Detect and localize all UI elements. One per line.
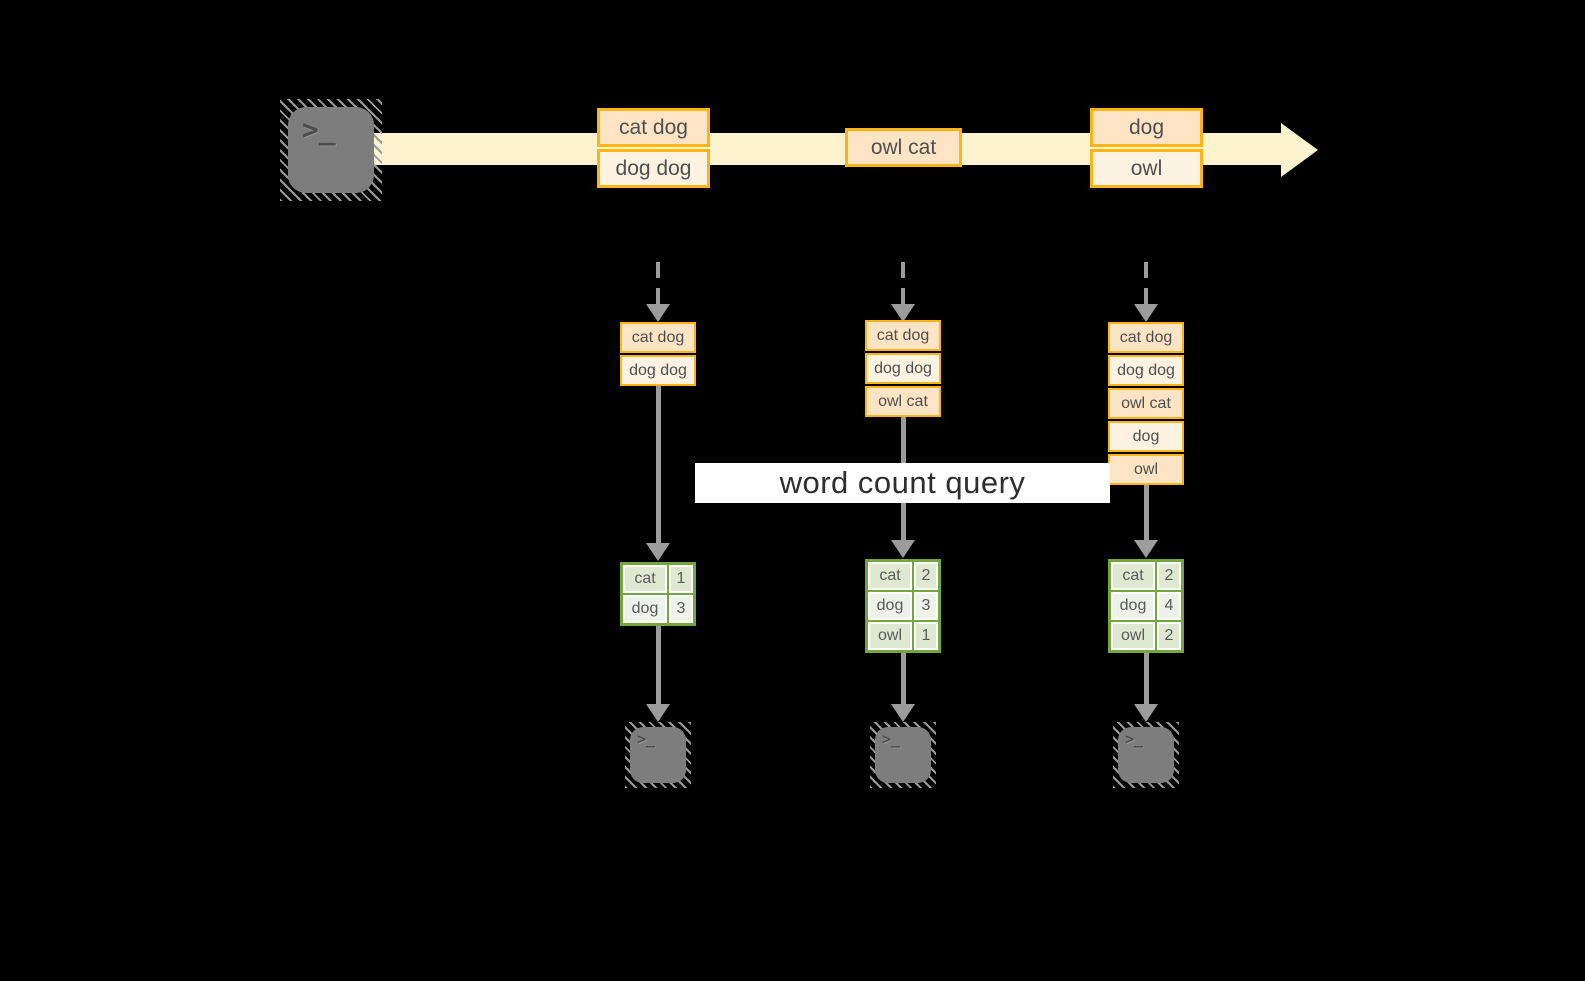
count-word-cell: dog xyxy=(868,592,912,620)
terminal-prompt-icon: >_ xyxy=(1125,730,1144,748)
count-value-cell: 2 xyxy=(1157,622,1181,650)
stream-arrowhead-icon xyxy=(1281,123,1318,177)
trigger-arrow-line xyxy=(901,262,905,304)
count-word-cell: owl xyxy=(1111,622,1155,650)
sink-terminal-icon: >_ xyxy=(625,722,691,788)
state-record: owl xyxy=(1108,454,1184,485)
query-arrowhead-icon xyxy=(646,543,670,561)
state-record: cat dog xyxy=(620,322,696,353)
sink-terminal-icon: >_ xyxy=(870,722,936,788)
stream-batch-3: dog owl xyxy=(1090,108,1203,188)
trigger-arrow-line xyxy=(656,262,660,304)
query-arrowhead-icon xyxy=(1134,540,1158,558)
terminal-prompt-icon: >_ xyxy=(637,730,656,748)
query-banner: word count query xyxy=(695,463,1110,503)
state-record: dog xyxy=(1108,421,1184,452)
count-value-cell: 1 xyxy=(669,565,693,593)
sink-arrowhead-icon xyxy=(1134,704,1158,722)
count-value-cell: 3 xyxy=(669,595,693,623)
terminal-prompt-icon: >_ xyxy=(882,730,901,748)
state-record: dog dog xyxy=(865,353,941,384)
count-table-2: cat 2 dog 3 owl 1 xyxy=(865,559,941,653)
sink-arrowhead-icon xyxy=(646,704,670,722)
count-table-1: cat 1 dog 3 xyxy=(620,562,696,626)
count-value-cell: 1 xyxy=(914,622,938,650)
trigger-arrowhead-icon xyxy=(1134,304,1158,322)
sink-arrow-line xyxy=(656,626,661,704)
trigger-arrowhead-icon xyxy=(646,304,670,322)
terminal-body xyxy=(875,727,931,783)
input-state-3: cat dog dog dog owl cat dog owl xyxy=(1108,322,1184,485)
source-terminal-icon: >_ xyxy=(280,99,382,201)
trigger-arrow-line xyxy=(1144,262,1148,304)
terminal-body xyxy=(630,727,686,783)
terminal-body xyxy=(288,107,374,193)
count-word-cell: cat xyxy=(623,565,667,593)
sink-terminal-icon: >_ xyxy=(1113,722,1179,788)
count-value-cell: 2 xyxy=(914,562,938,590)
count-word-cell: dog xyxy=(1111,592,1155,620)
stream-record: owl cat xyxy=(845,128,962,167)
sink-arrow-line xyxy=(1144,653,1149,704)
state-record: dog dog xyxy=(620,355,696,386)
count-word-cell: cat xyxy=(868,562,912,590)
count-value-cell: 3 xyxy=(914,592,938,620)
query-arrow-line xyxy=(1144,485,1149,540)
stream-batch-2: owl cat xyxy=(845,128,962,167)
stream-batch-1: cat dog dog dog xyxy=(597,108,710,188)
terminal-prompt-icon: >_ xyxy=(302,113,336,146)
count-word-cell: dog xyxy=(623,595,667,623)
count-value-cell: 4 xyxy=(1157,592,1181,620)
state-record: owl cat xyxy=(1108,388,1184,419)
state-record: cat dog xyxy=(1108,322,1184,353)
input-state-2: cat dog dog dog owl cat xyxy=(865,320,941,417)
query-banner-label: word count query xyxy=(779,465,1026,500)
count-word-cell: cat xyxy=(1111,562,1155,590)
input-state-1: cat dog dog dog xyxy=(620,322,696,386)
stream-record: owl xyxy=(1090,149,1203,188)
state-record: cat dog xyxy=(865,320,941,351)
terminal-body xyxy=(1118,727,1174,783)
sink-arrowhead-icon xyxy=(891,704,915,722)
count-word-cell: owl xyxy=(868,622,912,650)
state-record: owl cat xyxy=(865,386,941,417)
stream-record: cat dog xyxy=(597,108,710,147)
sink-arrow-line xyxy=(901,653,906,704)
state-record: dog dog xyxy=(1108,355,1184,386)
stream-record: dog dog xyxy=(597,149,710,188)
stream-record: dog xyxy=(1090,108,1203,147)
query-arrow-line xyxy=(656,386,661,543)
trigger-arrowhead-icon xyxy=(891,304,915,322)
query-arrowhead-icon xyxy=(891,540,915,558)
count-value-cell: 2 xyxy=(1157,562,1181,590)
count-table-3: cat 2 dog 4 owl 2 xyxy=(1108,559,1184,653)
